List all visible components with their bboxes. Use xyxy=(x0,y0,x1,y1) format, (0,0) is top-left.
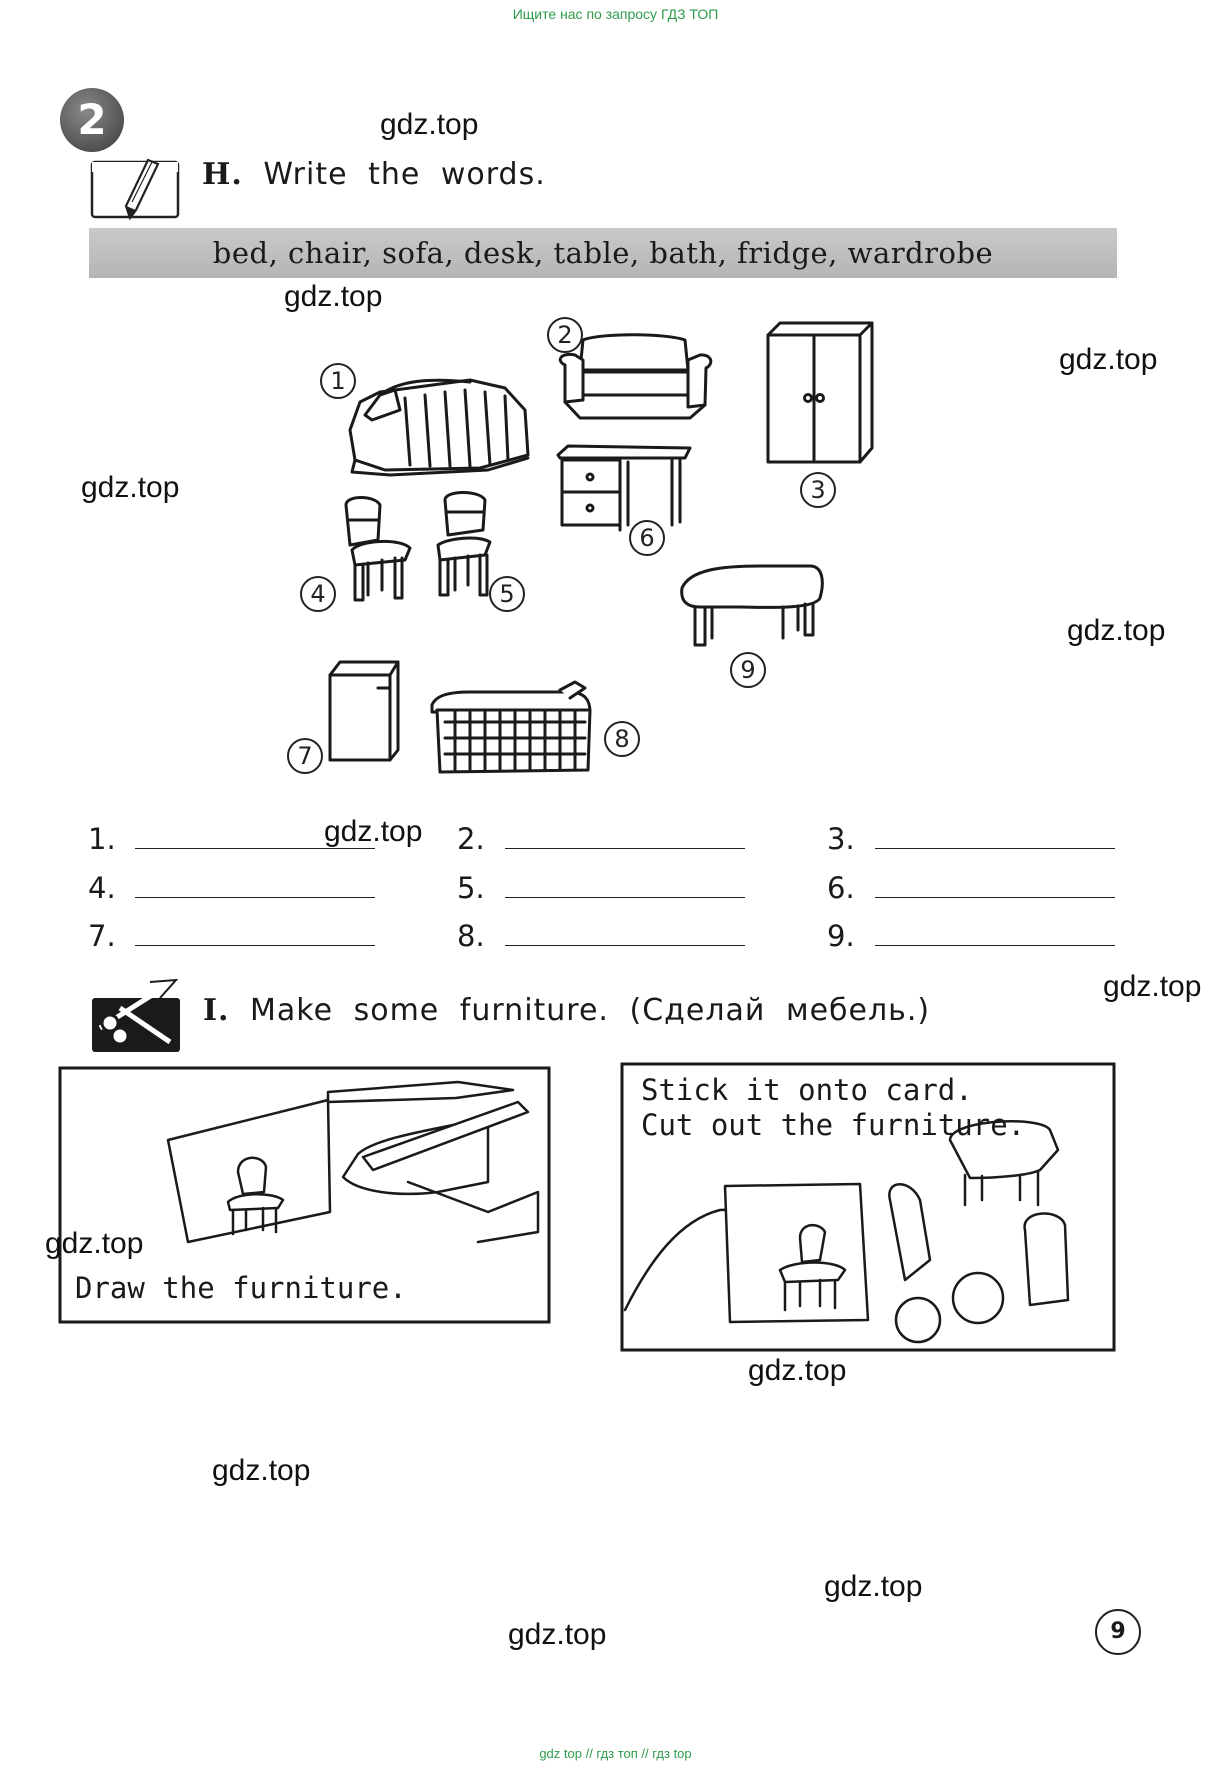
footer-note: gdz top // гдз топ // гдз top xyxy=(539,1746,692,1761)
watermark: gdz.top xyxy=(45,1227,144,1260)
page-number: 9 xyxy=(1095,1609,1141,1655)
watermark: gdz.top xyxy=(1067,614,1166,647)
answer-line-8[interactable] xyxy=(505,945,745,946)
watermark: gdz.top xyxy=(212,1454,311,1487)
watermark: gdz.top xyxy=(1059,343,1158,376)
marker-4 xyxy=(300,576,336,612)
marker-3 xyxy=(800,472,836,508)
answer-line-5[interactable] xyxy=(505,897,745,898)
marker-9 xyxy=(730,652,766,688)
answer-number: 9. xyxy=(827,919,855,953)
word-bank-text: bed, chair, sofa, desk, table, bath, fri… xyxy=(212,236,994,270)
marker-2 xyxy=(547,317,583,353)
wardrobe-picture xyxy=(766,321,874,464)
answer-line-1[interactable] xyxy=(135,848,375,849)
bath-picture xyxy=(430,680,592,774)
watermark: gdz.top xyxy=(81,471,180,504)
draw-panel-illustration xyxy=(58,1066,551,1324)
answer-number: 6. xyxy=(827,871,855,905)
answer-number: 5. xyxy=(457,871,485,905)
scissors-icon xyxy=(92,978,180,1052)
marker-7 xyxy=(287,738,323,774)
header-note: Ищите нас по запросу ГДЗ ТОП xyxy=(512,6,719,22)
answer-line-2[interactable] xyxy=(505,848,745,849)
marker-label-2: 2 xyxy=(557,321,572,349)
pencil-icon xyxy=(90,158,180,221)
marker-label-4: 4 xyxy=(310,580,325,608)
fridge-picture xyxy=(328,660,400,762)
answer-number: 1. xyxy=(88,822,116,856)
chair-right-picture xyxy=(436,491,492,597)
watermark: gdz.top xyxy=(824,1570,923,1603)
marker-label-3: 3 xyxy=(810,476,825,504)
table-picture xyxy=(680,564,824,647)
marker-label-9: 9 xyxy=(740,656,755,684)
marker-label-8: 8 xyxy=(614,725,629,753)
sofa-picture xyxy=(558,333,713,420)
cut-panel-caption-1: Stick it onto card. xyxy=(641,1073,973,1107)
task-h-letter: H. xyxy=(202,157,243,192)
answer-number: 8. xyxy=(457,919,485,953)
word-bank: bed, chair, sofa, desk, table, bath, fri… xyxy=(89,228,1117,278)
cut-panel-illustration xyxy=(620,1062,1116,1352)
marker-1 xyxy=(320,363,356,399)
task-h-text: Write the words. xyxy=(263,157,546,192)
task-i-letter: I. xyxy=(203,993,230,1028)
answer-number: 2. xyxy=(457,822,485,856)
marker-label-5: 5 xyxy=(499,580,514,608)
answer-number: 4. xyxy=(88,871,116,905)
watermark: gdz.top xyxy=(508,1618,607,1651)
cut-panel-caption-2: Cut out the furniture. xyxy=(641,1108,1026,1142)
answer-line-4[interactable] xyxy=(135,897,375,898)
task-i-title: I. Make some furniture. (Сделай мебель.) xyxy=(203,993,930,1028)
answer-number: 3. xyxy=(827,822,855,856)
task-h-title: H. Write the words. xyxy=(202,157,546,192)
marker-label-1: 1 xyxy=(330,367,345,395)
answer-number: 7. xyxy=(88,919,116,953)
bed-picture xyxy=(348,378,530,477)
marker-5 xyxy=(489,576,525,612)
draw-panel-caption: Draw the furniture. xyxy=(75,1271,407,1305)
marker-label-7: 7 xyxy=(297,742,312,770)
answer-line-3[interactable] xyxy=(875,848,1115,849)
desk-picture xyxy=(556,444,692,532)
watermark: gdz.top xyxy=(1103,970,1202,1003)
answer-line-9[interactable] xyxy=(875,945,1115,946)
watermark: gdz.top xyxy=(324,815,423,848)
unit-badge: 2 xyxy=(60,88,124,152)
watermark: gdz.top xyxy=(748,1354,847,1387)
marker-8 xyxy=(604,721,640,757)
chair-left-picture xyxy=(344,496,412,602)
answer-line-6[interactable] xyxy=(875,897,1115,898)
watermark: gdz.top xyxy=(380,108,479,141)
watermark: gdz.top xyxy=(284,280,383,313)
marker-label-6: 6 xyxy=(639,524,654,552)
marker-6 xyxy=(629,520,665,556)
answer-line-7[interactable] xyxy=(135,945,375,946)
task-i-text: Make some furniture. (Сделай мебель.) xyxy=(250,993,931,1028)
